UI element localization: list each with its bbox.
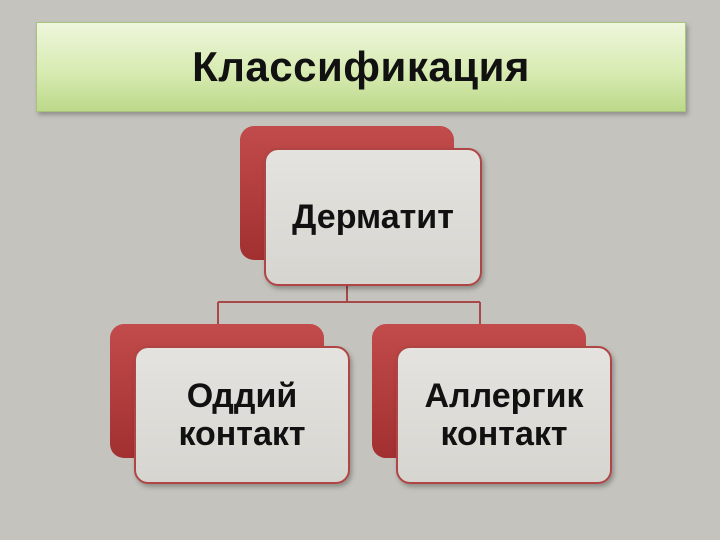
child-node-line-2: контакт (440, 415, 568, 453)
child-node-allergik: Аллергик контакт (396, 346, 612, 484)
child-node-line-1: Оддий (186, 376, 298, 415)
child-node-line-2: контакт (178, 415, 306, 453)
child-node-label: Оддий контакт (178, 377, 305, 453)
root-node-label: Дерматит (292, 197, 454, 236)
child-node-oddiy: Оддий контакт (134, 346, 350, 484)
child-node-label: Аллергик контакт (424, 377, 583, 453)
child-node-line-1: Аллергик (424, 376, 584, 415)
root-node: Дерматит (264, 148, 482, 286)
slide-title: Классификация (192, 43, 530, 90)
title-banner: Классификация (36, 22, 686, 112)
